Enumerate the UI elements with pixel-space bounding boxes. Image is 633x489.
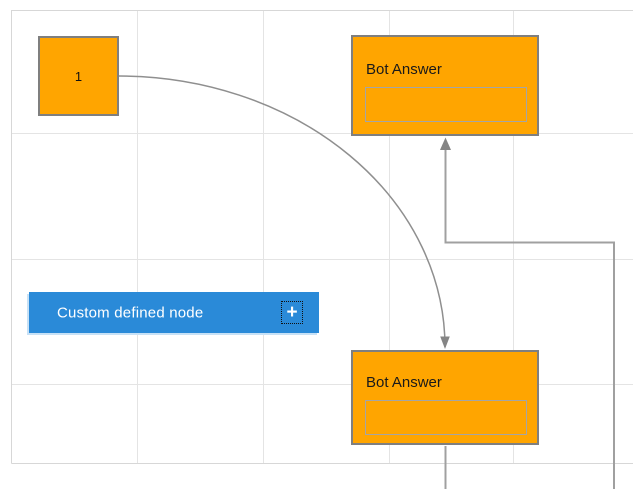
start-node-label: 1 xyxy=(74,68,83,84)
custom-defined-node[interactable]: Custom defined node + xyxy=(29,292,319,333)
bot-answer-title: Bot Answer xyxy=(366,61,442,78)
bot-answer-node-top[interactable]: Bot Answer xyxy=(351,35,539,136)
connector-curved[interactable] xyxy=(118,75,450,349)
arrowhead-up-icon xyxy=(440,137,451,150)
bot-answer-title: Bot Answer xyxy=(366,374,442,391)
connector-orthogonal[interactable] xyxy=(440,137,615,489)
bot-answer-field[interactable] xyxy=(365,400,527,435)
bot-answer-field[interactable] xyxy=(365,87,527,122)
custom-node-label: Custom defined node xyxy=(57,304,204,321)
plus-icon: + xyxy=(286,302,298,323)
add-button[interactable]: + xyxy=(281,301,303,324)
start-node[interactable]: 1 xyxy=(38,36,119,116)
arrowhead-down-icon xyxy=(440,336,450,349)
bot-answer-node-bottom[interactable]: Bot Answer xyxy=(351,350,539,445)
